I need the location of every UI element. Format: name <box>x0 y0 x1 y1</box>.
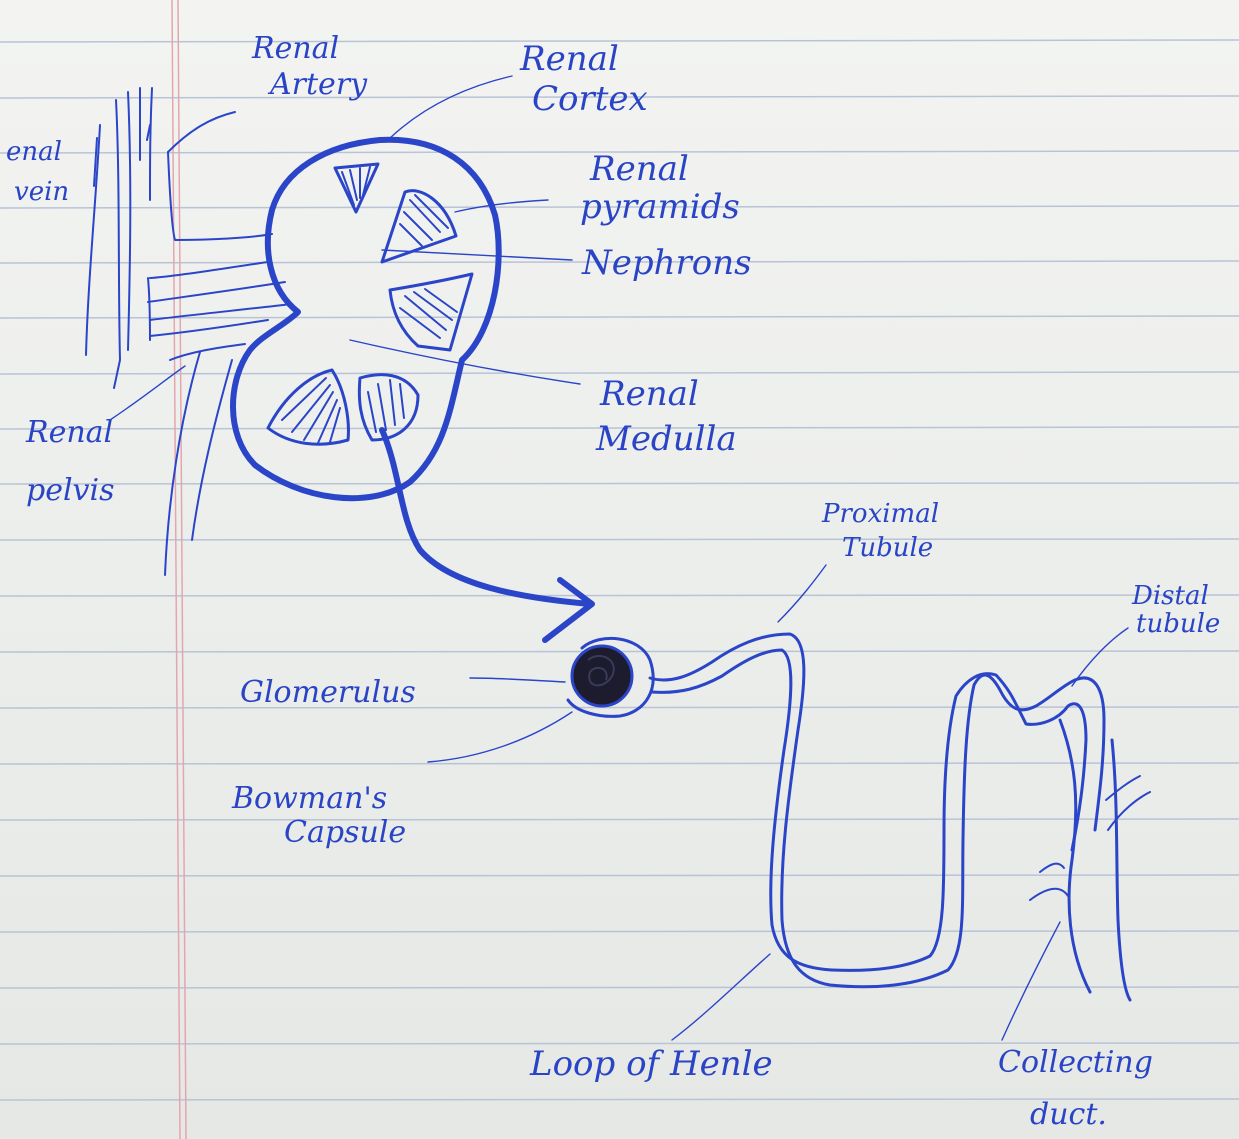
renal-pyramids <box>268 164 472 444</box>
label-renal-pyramids-line2: pyramids <box>580 187 740 227</box>
label-distal-tubule-line2: tubule <box>1136 609 1220 639</box>
label-renal-pelvis-line1: Renal <box>25 415 113 450</box>
label-collecting-duct-line2: duct. <box>1030 1097 1107 1132</box>
label-proximal-tubule-line1: Proximal <box>821 499 939 529</box>
label-bowmans-capsule-line1: Bowman's <box>231 781 387 816</box>
label-renal-vein-line2: vein <box>14 177 69 207</box>
label-collecting-duct-line1: Collecting <box>998 1045 1153 1080</box>
label-glomerulus: Glomerulus <box>240 675 416 710</box>
label-loop-of-henle: Loop of Henle <box>529 1044 773 1084</box>
margin-lines <box>172 0 186 1139</box>
label-renal-vein-line1: enal <box>6 137 62 167</box>
label-distal-tubule-line1: Distal <box>1131 581 1209 611</box>
collecting-duct <box>1030 720 1150 1000</box>
label-renal-artery-line1: Renal <box>251 31 339 66</box>
glomerulus <box>572 646 632 706</box>
label-renal-cortex-line2: Cortex <box>532 79 648 119</box>
label-bowmans-capsule-line2: Capsule <box>284 815 406 850</box>
label-renal-cortex-line1: Renal <box>519 39 619 79</box>
label-renal-pyramids-line1: Renal <box>589 149 689 189</box>
label-renal-pelvis-line2: pelvis <box>26 473 115 508</box>
label-renal-medulla-line2: Medulla <box>595 419 737 459</box>
label-nephrons: Nephrons <box>581 243 752 283</box>
zoom-arrow <box>382 430 592 640</box>
label-renal-medulla-line1: Renal <box>599 374 699 414</box>
label-proximal-tubule-line2: Tubule <box>842 533 933 563</box>
labels: enal vein Renal Artery Renal Cortex Rena… <box>6 31 1220 1132</box>
nephron-tubule <box>650 634 1104 987</box>
label-renal-artery-line2: Artery <box>267 67 368 102</box>
